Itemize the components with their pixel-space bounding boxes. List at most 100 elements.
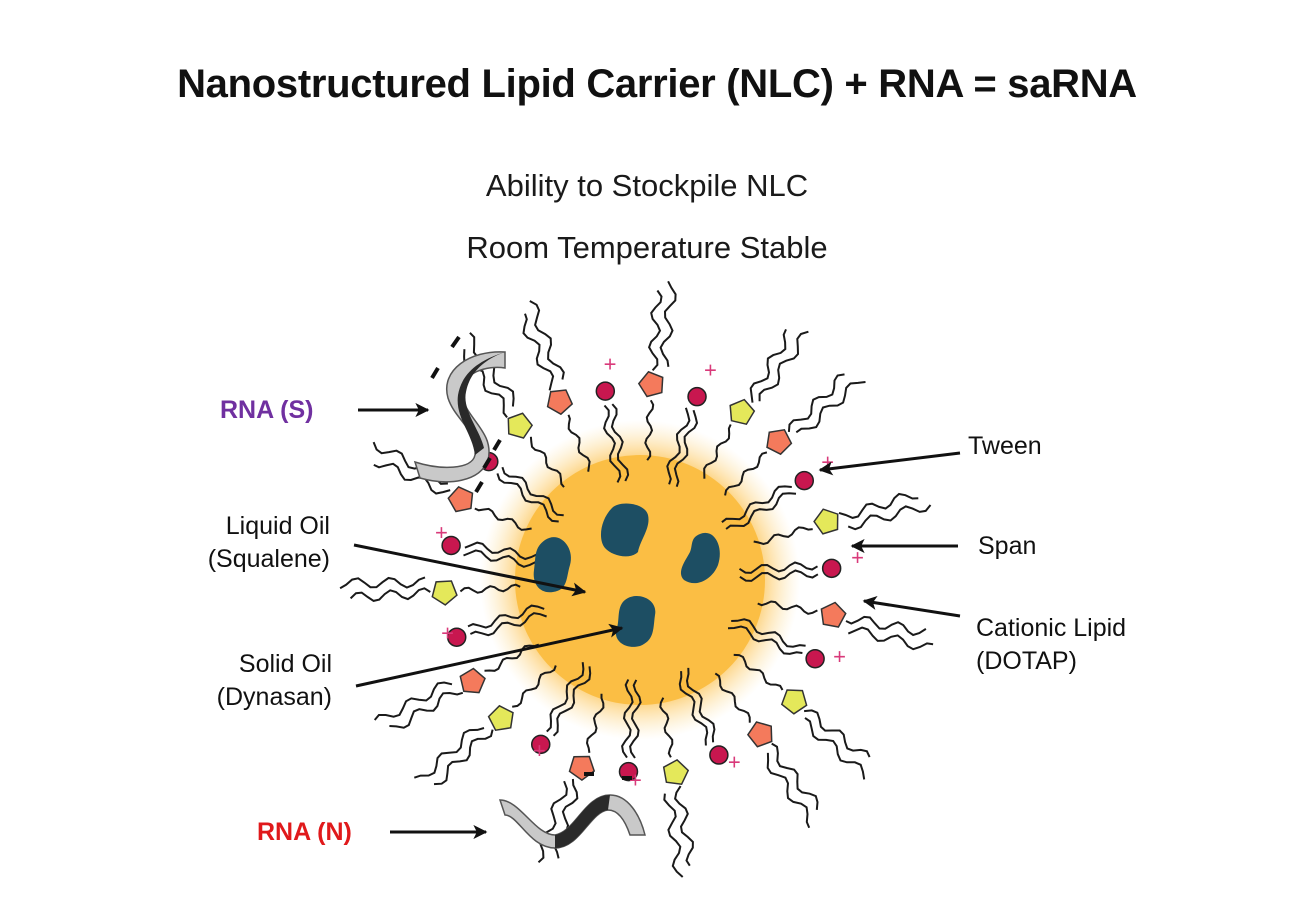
span-head-icon: [813, 508, 839, 535]
cationic-lipid-head-icon: [687, 386, 707, 407]
label-arrows: [353, 403, 961, 839]
surfactant-inner-tail: [459, 583, 521, 594]
cationic-lipid-head-icon: [709, 745, 729, 765]
cationic-lipid-head-icon: [441, 535, 461, 556]
surfactant-inner-tail: [529, 436, 565, 488]
surfactant-tail: [349, 587, 431, 602]
tween-head-icon: [568, 755, 596, 782]
surfactant-inner-tail: [714, 672, 751, 723]
positive-charge-icon: +: [533, 738, 546, 763]
surfactant-tail: [663, 793, 684, 878]
surfactant-tail: [537, 780, 568, 864]
subtitle-stockpile: Ability to Stockpile NLC: [485, 168, 809, 203]
positive-charge-icon: +: [704, 357, 717, 382]
tween-head-icon: [746, 721, 773, 748]
lipid-tail: [678, 671, 709, 746]
solid-oil-detail: (Dynasan): [216, 683, 332, 711]
positive-charge-icon: +: [728, 749, 741, 774]
surfactant-tail: [373, 462, 451, 495]
cationic-lipid-label: Cationic Lipid (DOTAP): [976, 612, 1126, 678]
surfactant-tail: [766, 752, 811, 829]
lipid-tail: [739, 569, 819, 582]
tween-arrow: [818, 451, 961, 476]
surfactant-tail: [804, 717, 866, 780]
span-label: Span: [978, 532, 1037, 560]
span-head-icon: [729, 398, 756, 426]
lipid-tail: [731, 618, 806, 648]
lipid-tail: [721, 485, 792, 523]
liquid-oil-detail: (Squalene): [207, 545, 330, 573]
span-head-icon: [487, 704, 514, 732]
lipid-tail: [464, 541, 544, 561]
surfactant-inner-tail: [585, 693, 605, 753]
surfactant-inner-tail: [703, 424, 732, 479]
lipid-tail: [463, 549, 542, 568]
surfactant-tail: [413, 727, 485, 779]
surfactant-tail: [339, 576, 426, 590]
surfactant-inner-tail: [484, 643, 540, 672]
solid-oil-arrow: [355, 623, 624, 688]
surfactant-tail: [771, 742, 819, 810]
surfactant-inner-tail: [724, 451, 768, 496]
cationic-lipid-head-icon: [794, 470, 815, 491]
surfactant-tail: [522, 313, 555, 391]
positive-charge-icon: +: [833, 644, 846, 669]
surfactant-tail: [847, 626, 934, 651]
rna-s-ribbon-icon: [413, 335, 506, 494]
surfactant-tail: [787, 373, 845, 432]
positive-charge-icon: +: [604, 351, 617, 376]
span-head-icon: [507, 412, 534, 439]
surfactant-inner-tail: [567, 414, 591, 472]
lipid-tail: [629, 679, 642, 759]
solid-oil-label: Solid Oil (Dynasan): [150, 648, 332, 714]
tween-head-icon: [637, 370, 664, 398]
surfactant-heads: +++++++++++: [431, 351, 864, 793]
positive-charge-icon: +: [629, 768, 642, 793]
rna-n-ribbon-icon: [498, 772, 646, 849]
lipid-tail: [552, 666, 592, 737]
surfactant-tail: [847, 504, 932, 531]
tween-head-icon: [546, 389, 574, 416]
positive-charge-icon: +: [851, 545, 864, 570]
surfactant-inner-tail: [753, 526, 813, 546]
surfactant-inner-tail: [644, 399, 655, 461]
lipid-tail: [546, 662, 585, 733]
subtitle-room-temp: Room Temperature Stable: [466, 230, 828, 265]
surfactant-tails: [339, 280, 934, 878]
surfactant-tail: [795, 381, 866, 434]
rna-n-label: RNA (N): [257, 818, 352, 846]
liquid-oil-blob: [533, 537, 571, 593]
cationic-lipid-head-icon: [595, 381, 616, 401]
surfactant-inner-tail: [474, 507, 532, 531]
solid-oil-name: Solid Oil: [238, 650, 332, 678]
positive-charge-icon: +: [435, 520, 448, 545]
lipid-tail: [469, 612, 547, 637]
surfactant-tail: [659, 280, 677, 367]
surfactant-tail: [389, 691, 464, 729]
surfactant-tail: [373, 681, 453, 721]
lipid-tail: [501, 466, 564, 517]
lipid-tail: [666, 407, 691, 485]
cationic-lipid-detail: (DOTAP): [976, 647, 1077, 675]
span-head-icon: [662, 758, 690, 786]
surfactant-inner-tail: [659, 697, 674, 758]
oil-blob-bottom: [615, 595, 656, 647]
cationic-arrow: [862, 596, 961, 618]
lipid-tail: [725, 492, 797, 530]
cationic-lipid-head-icon: [446, 627, 467, 647]
surfactant-tail: [529, 300, 565, 380]
liquid-oil-name: Liquid Oil: [225, 512, 330, 540]
liquid-oil-arrow: [353, 543, 587, 597]
surfactant-tail: [845, 615, 927, 637]
tween-head-icon: [820, 601, 847, 628]
surfactant-inner-tail: [733, 653, 784, 691]
cationic-lipid-name: Cationic Lipid: [976, 614, 1127, 642]
span-head-icon: [780, 689, 808, 715]
tween-head-icon: [459, 667, 486, 694]
surfactant-tail: [804, 709, 871, 758]
lipid-tail: [603, 404, 622, 483]
surfactant-inner-tail: [512, 665, 557, 708]
cationic-lipid-head-icon: [530, 734, 551, 755]
surfactant-tail: [758, 330, 809, 402]
liquid-oil-label: Liquid Oil (Squalene): [150, 510, 330, 576]
